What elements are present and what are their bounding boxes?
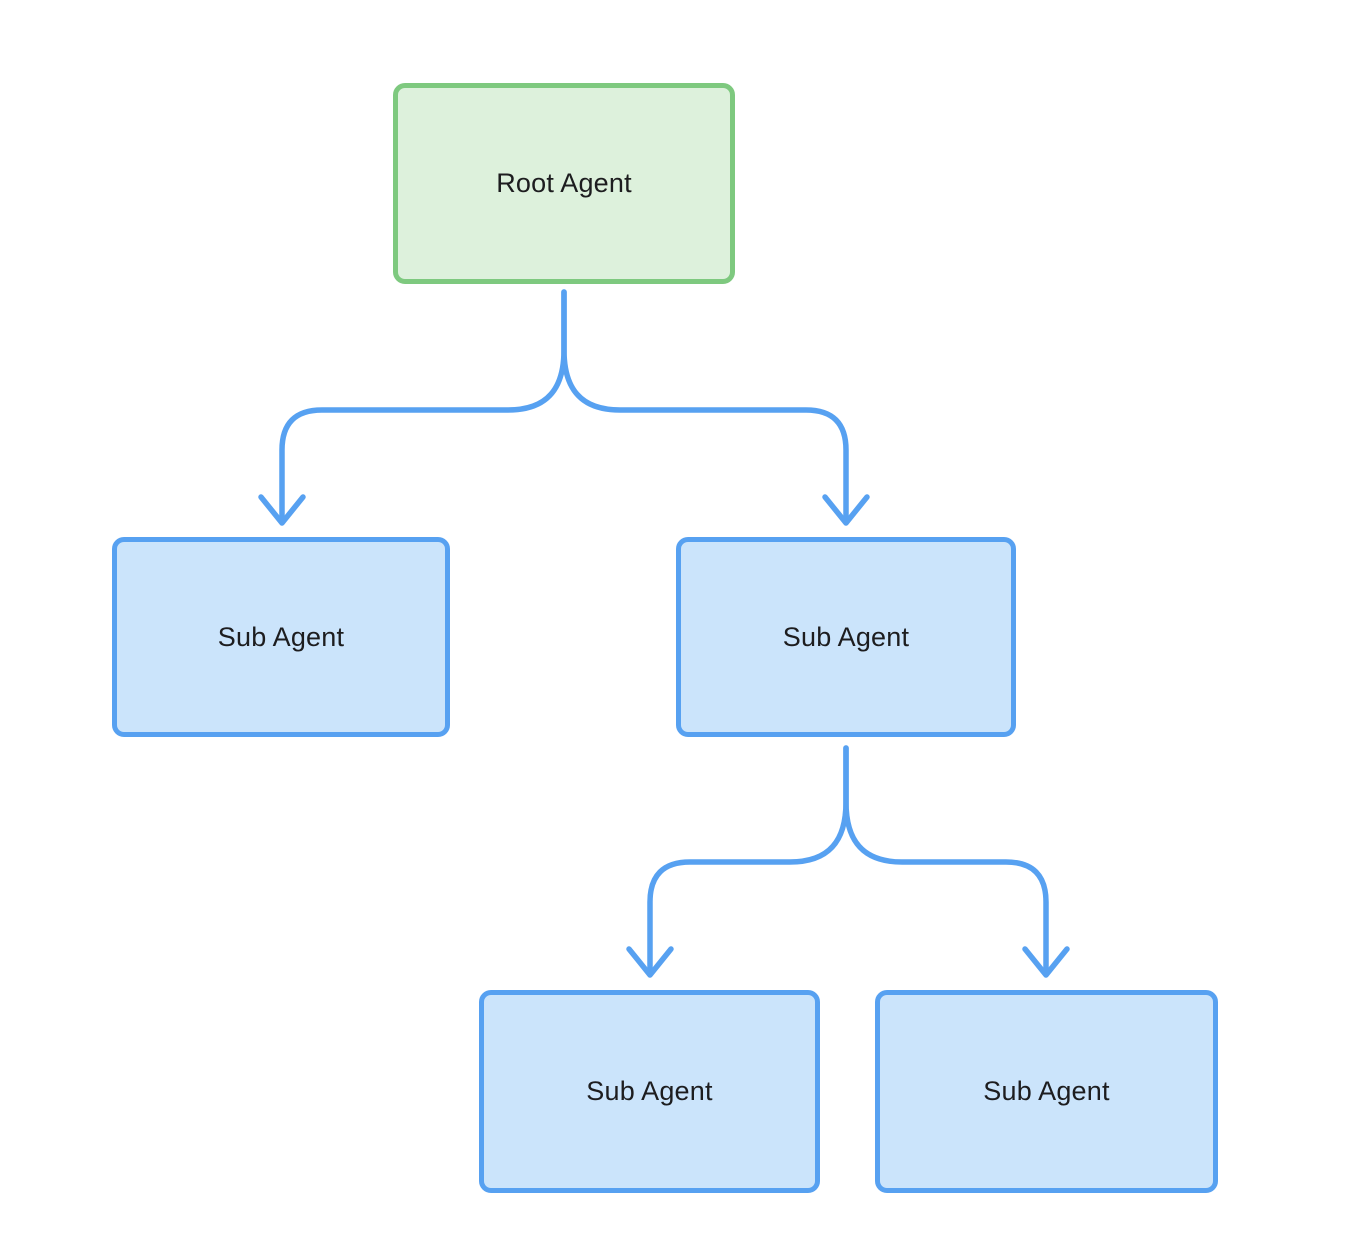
edge-root-to-sub-right-arrowhead-icon bbox=[822, 494, 870, 526]
node-sub-agent-bottom-right: Sub Agent bbox=[875, 990, 1218, 1193]
node-sub-agent-bottom-right-label: Sub Agent bbox=[983, 1076, 1110, 1106]
node-sub-agent-bottom-left: Sub Agent bbox=[479, 990, 820, 1193]
edge-root-to-sub-left-line bbox=[279, 289, 567, 525]
edge-root-to-sub-right bbox=[561, 289, 870, 526]
edge-sub-right-to-sub-bottom-right bbox=[843, 745, 1070, 978]
edge-sub-right-to-sub-bottom-left-arrowhead-icon bbox=[626, 946, 674, 978]
node-sub-agent-right-label: Sub Agent bbox=[782, 621, 910, 652]
node-root-agent-label: Root Agent bbox=[496, 168, 632, 198]
edge-sub-right-to-sub-bottom-right-line bbox=[843, 745, 1049, 977]
edge-root-to-sub-left bbox=[258, 289, 567, 526]
node-sub-agent-left: Sub Agent bbox=[112, 537, 450, 737]
edge-root-to-sub-left-arrowhead-icon bbox=[258, 494, 306, 526]
edge-sub-right-to-sub-bottom-left-line bbox=[647, 745, 849, 977]
edge-sub-right-to-sub-bottom-left bbox=[626, 745, 849, 978]
node-sub-agent-right: Sub Agent bbox=[676, 537, 1016, 737]
edge-root-to-sub-right-line bbox=[561, 289, 849, 525]
node-root-agent: Root Agent bbox=[393, 83, 735, 284]
node-sub-agent-bottom-left-label: Sub Agent bbox=[586, 1076, 713, 1106]
edge-sub-right-to-sub-bottom-right-arrowhead-icon bbox=[1022, 946, 1070, 978]
node-sub-agent-left-label: Sub Agent bbox=[217, 621, 345, 652]
